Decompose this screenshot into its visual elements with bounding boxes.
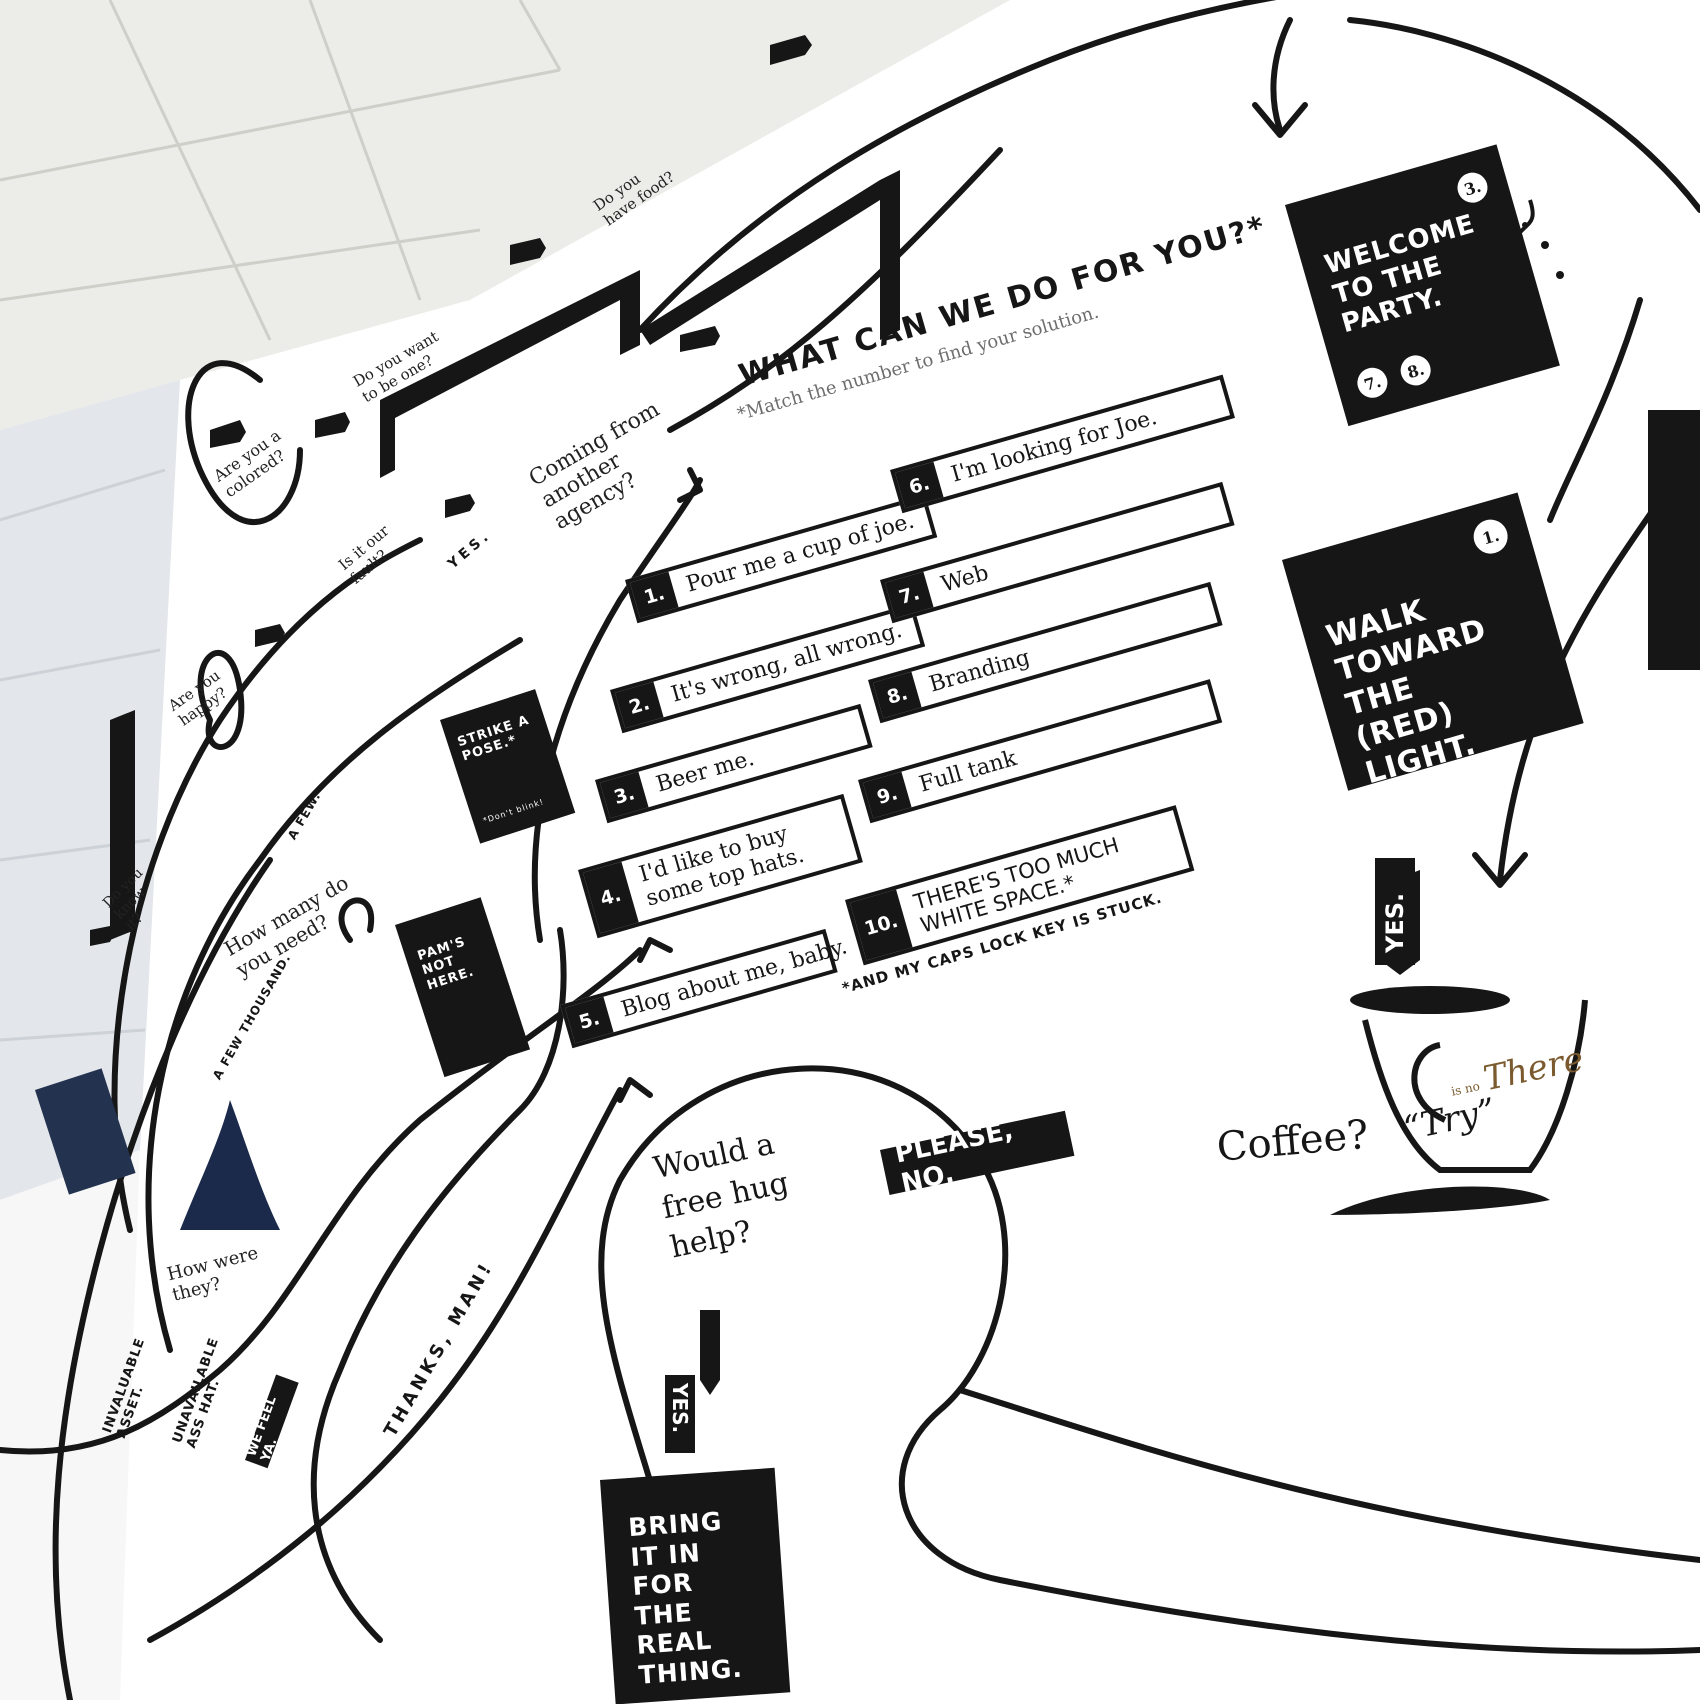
party-circle-8: 8. [1397, 351, 1435, 389]
party-circle-7: 7. [1353, 364, 1391, 402]
strike-a-pose-text: STRIKE A POSE.* [455, 712, 532, 765]
bring-it-in-box: BRING IT IN FOR THE REAL THING. [600, 1467, 791, 1704]
bring-it-in-text: BRING IT IN FOR THE REAL THING. [627, 1506, 744, 1690]
hug-yes-tag: YES. [665, 1375, 695, 1453]
party-box-text: WELCOME TO THE PARTY. [1321, 209, 1479, 340]
walk-circle-1: 1. [1469, 515, 1512, 558]
right-edge-box [1648, 410, 1700, 670]
yes-tag-right: YES. [1375, 858, 1415, 965]
party-circle-3: 3. [1453, 169, 1492, 207]
pams-not-here-text: PAM'S NOT HERE. [415, 934, 477, 994]
strike-a-pose-note: *Don't blink! [481, 797, 546, 826]
